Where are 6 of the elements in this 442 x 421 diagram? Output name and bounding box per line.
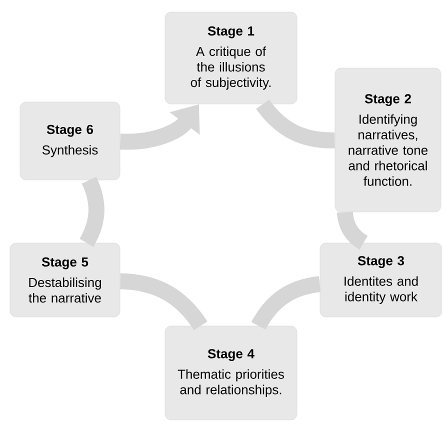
stage-box: Stage 6 Synthesis <box>20 102 120 180</box>
stage-box: Stage 1 A critique of the illusions of subjectivity. <box>164 12 298 104</box>
stage-box: Stage 3 Identites and identity work <box>320 242 442 318</box>
stage-box: Stage 2 Identifying narratives, narrative tone and rhetorical function. <box>334 68 442 212</box>
stage-box: Stage 4 Thematic priorities and relationships. <box>164 326 298 420</box>
stage-box: Stage 5 Destabilising the narrative <box>10 242 120 318</box>
